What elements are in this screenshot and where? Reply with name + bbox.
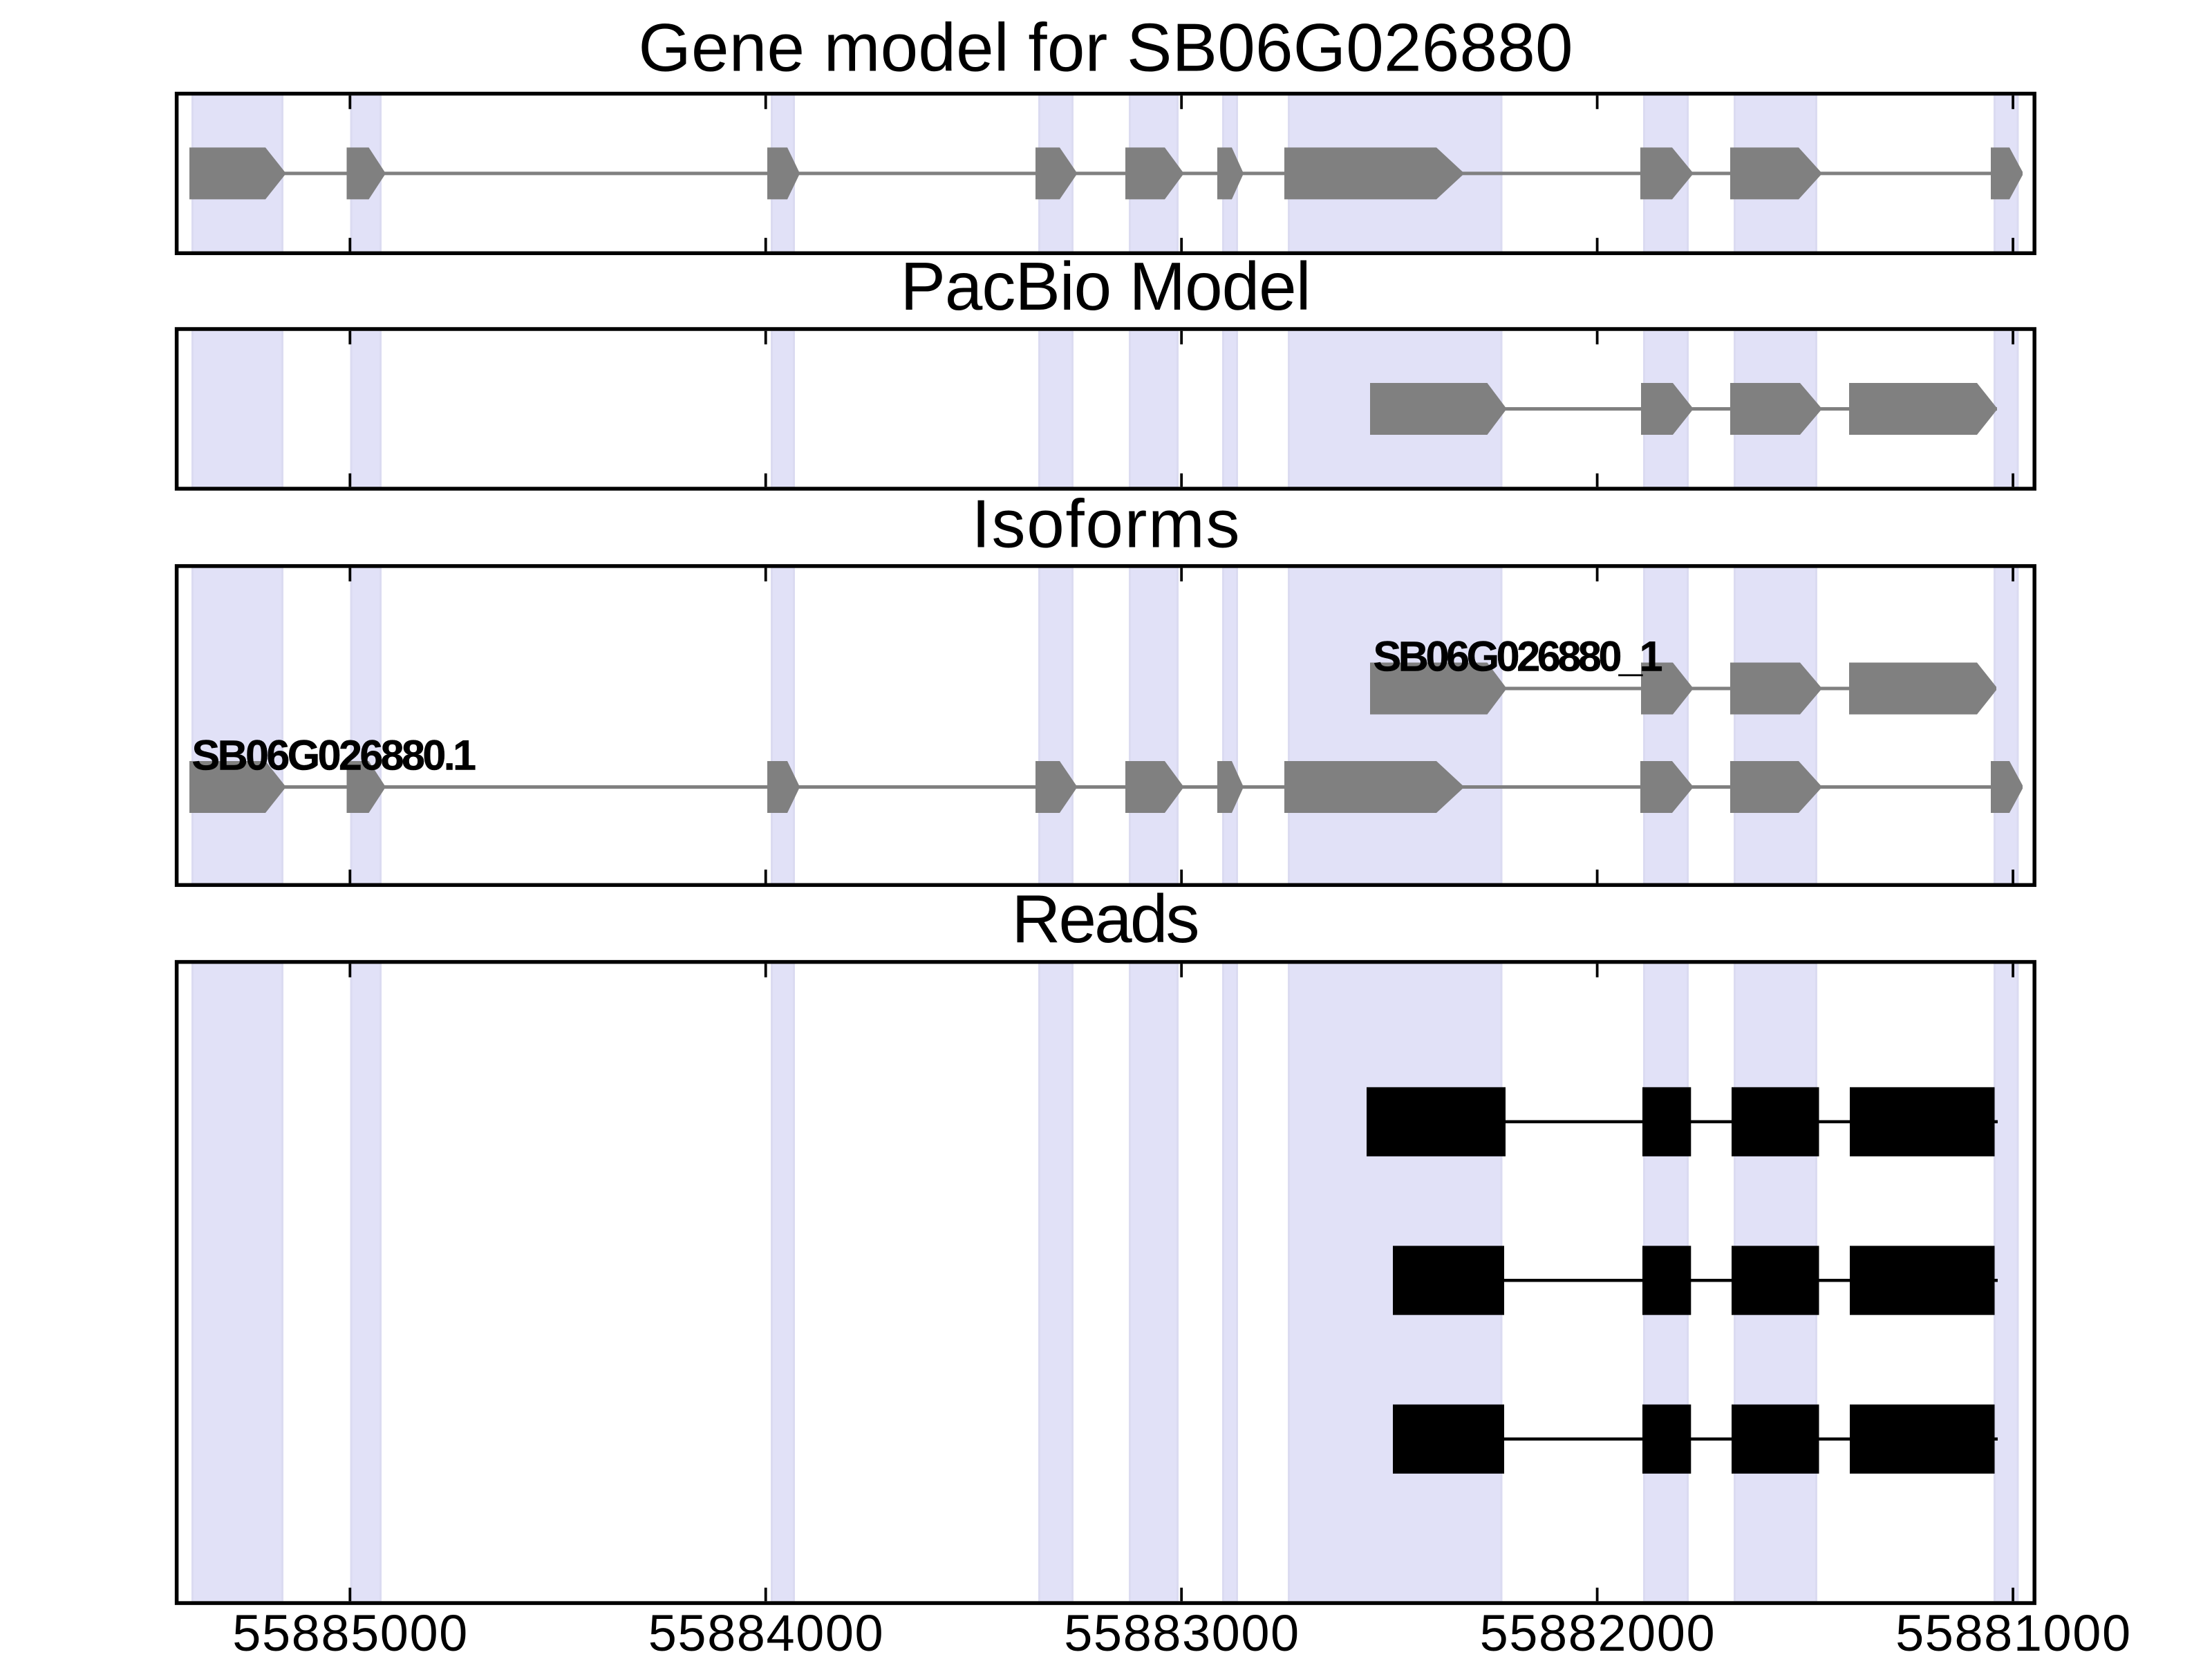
svg-text:55882000: 55882000 (1480, 1604, 1715, 1659)
svg-text:55883000: 55883000 (1064, 1604, 1299, 1659)
svg-text:55884000: 55884000 (648, 1604, 883, 1659)
svg-text:SB06G026880.1: SB06G026880.1 (192, 731, 477, 778)
svg-text:Isoforms: Isoforms (972, 485, 1240, 561)
svg-text:55885000: 55885000 (232, 1604, 467, 1659)
svg-text:55881000: 55881000 (1895, 1604, 2130, 1659)
svg-text:PacBio Model: PacBio Model (901, 248, 1311, 324)
svg-text:Gene model for SB06G026880: Gene model for SB06G026880 (639, 10, 1573, 86)
svg-text:Reads: Reads (1012, 881, 1200, 957)
svg-text:SB06G026880_1: SB06G026880_1 (1374, 633, 1663, 680)
